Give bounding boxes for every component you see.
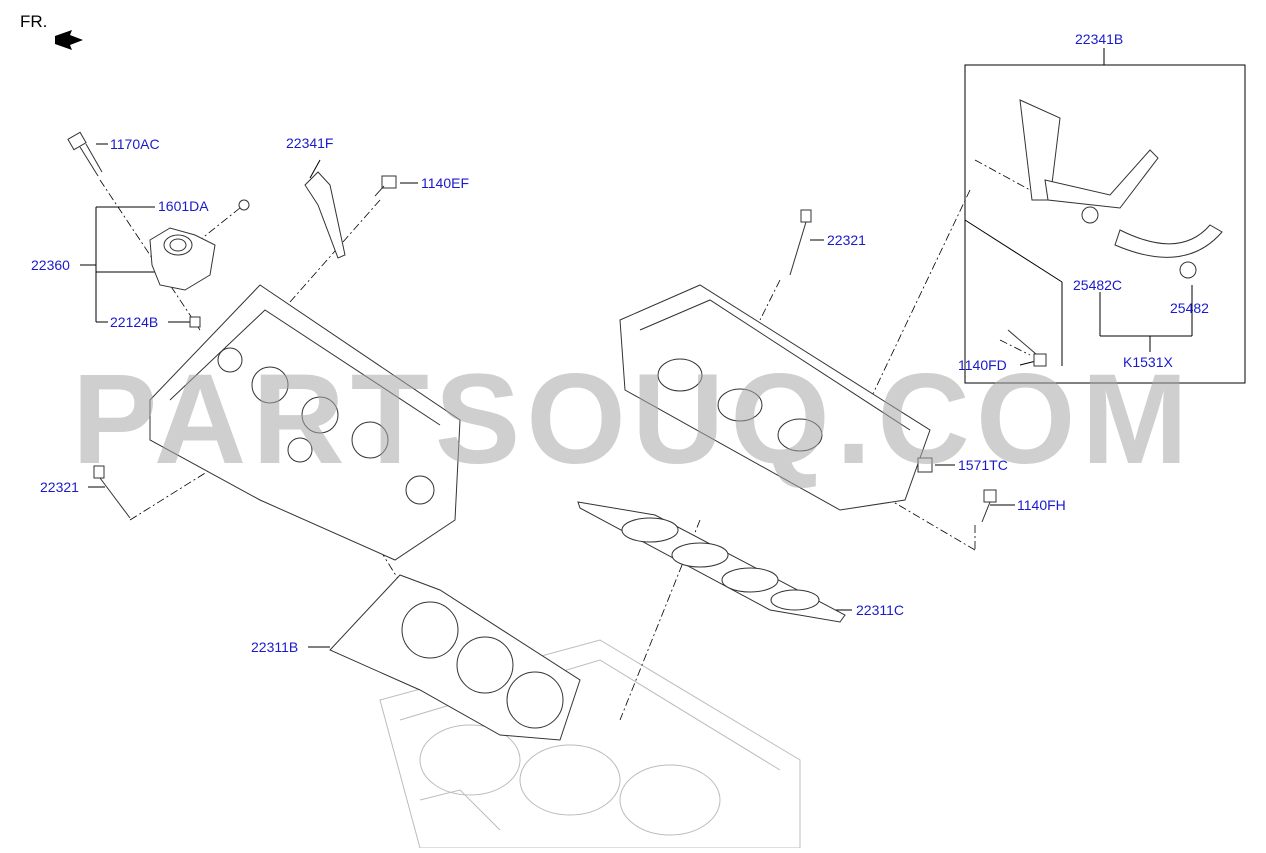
plug-1571TC-icon bbox=[917, 457, 933, 473]
part-label-22321-right[interactable]: 22321 bbox=[827, 232, 866, 248]
part-label-25482[interactable]: 25482 bbox=[1170, 300, 1209, 316]
part-label-1140EF[interactable]: 1140EF bbox=[421, 175, 469, 191]
part-label-1140FD[interactable]: 1140FD bbox=[958, 357, 1007, 373]
part-label-22124B[interactable]: 22124B bbox=[110, 314, 159, 330]
part-label-22341B[interactable]: 22341B bbox=[1075, 31, 1124, 47]
clamp-25482-icon bbox=[1179, 261, 1197, 279]
bracket-22341F-icon bbox=[304, 171, 346, 259]
part-label-1571TC[interactable]: 1571TC bbox=[958, 457, 1008, 473]
stud-22321-right-icon bbox=[789, 209, 812, 276]
cylinder-head-left-icon bbox=[149, 284, 461, 561]
plug-22124B-icon bbox=[189, 316, 201, 328]
pipe-22341B-icon bbox=[1019, 99, 1223, 258]
part-label-22341F[interactable]: 22341F bbox=[286, 135, 334, 151]
part-label-K1531X[interactable]: K1531X bbox=[1123, 354, 1173, 370]
front-arrow-icon bbox=[55, 30, 83, 50]
part-label-22311C[interactable]: 22311C bbox=[856, 602, 905, 618]
bolt-1140FH-icon bbox=[981, 489, 997, 523]
part-label-1140FH[interactable]: 1140FH bbox=[1017, 497, 1066, 513]
part-label-22311B[interactable]: 22311B bbox=[251, 639, 299, 655]
housing-22360-icon bbox=[149, 227, 216, 291]
cylinder-head-right-icon bbox=[619, 284, 931, 511]
clamp-25482C-icon bbox=[1081, 206, 1099, 224]
stud-22321-left-icon bbox=[93, 465, 131, 519]
bolt-1170AC-icon bbox=[67, 131, 103, 177]
part-label-25482C[interactable]: 25482C bbox=[1073, 277, 1123, 293]
gasket-22311C-icon bbox=[577, 501, 846, 623]
bolt-1140FD-icon bbox=[1007, 329, 1047, 367]
part-label-22360[interactable]: 22360 bbox=[31, 257, 70, 273]
part-label-1170AC[interactable]: 1170AC bbox=[110, 136, 160, 152]
part-label-1601DA[interactable]: 1601DA bbox=[158, 198, 209, 214]
plug-1601DA-icon bbox=[238, 199, 250, 211]
front-direction-label: FR. bbox=[20, 12, 48, 31]
bolt-1140EF-icon bbox=[374, 175, 397, 197]
leader-lines bbox=[80, 143, 1041, 648]
gasket-22311B-icon bbox=[329, 574, 581, 741]
part-label-22321-left[interactable]: 22321 bbox=[40, 479, 79, 495]
hose-kit-box bbox=[964, 48, 1246, 384]
